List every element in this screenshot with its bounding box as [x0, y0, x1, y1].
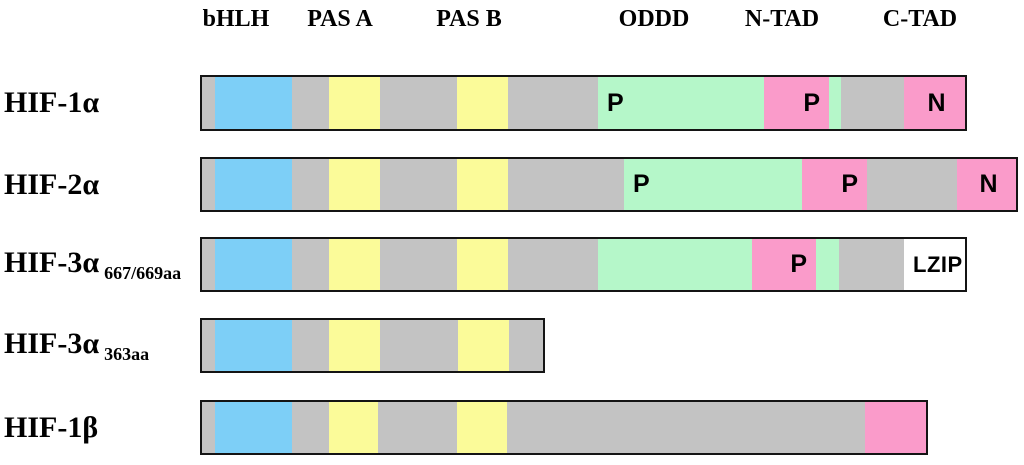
- segment-gray: [508, 159, 626, 210]
- segment-yellow: [457, 159, 510, 210]
- segment-letter: P: [841, 170, 858, 198]
- segment-gray: [507, 402, 867, 453]
- segment-yellow: [329, 239, 382, 290]
- protein-bar-hif-3a-363aa: [200, 318, 545, 373]
- segment-gray: [292, 402, 331, 453]
- segment-blue: [215, 159, 294, 210]
- segment-gray: [378, 402, 459, 453]
- segment-yellow: [329, 159, 382, 210]
- segment-yellow: [457, 402, 509, 453]
- domain-label-pas-a: PAS A: [307, 6, 373, 32]
- segment-pink: [865, 402, 926, 453]
- domain-label-pas-b: PAS B: [436, 6, 502, 32]
- segment-gray: [839, 239, 906, 290]
- protein-name-text: HIF-1α: [4, 86, 100, 119]
- segment-green: [816, 239, 841, 290]
- segment-gray: [380, 159, 459, 210]
- segment-letter: P: [790, 250, 807, 278]
- protein-name-text: HIF-2α: [4, 167, 100, 201]
- segment-letter: P: [803, 88, 820, 117]
- segment-gray: [380, 77, 459, 129]
- segment-letter: N: [979, 170, 998, 198]
- segment-letter: N: [927, 88, 946, 117]
- segment-yellow: [457, 239, 510, 290]
- segment-blue: [215, 77, 294, 129]
- segment-gray: [292, 320, 331, 371]
- segment-pink-p: P: [802, 159, 869, 210]
- segment-gray: [509, 320, 543, 371]
- protein-name-hif-1a: HIF-1α: [4, 86, 99, 120]
- domain-label-oddd: ODDD: [618, 6, 690, 32]
- segment-gray: [380, 320, 460, 371]
- segment-gray: [508, 77, 600, 129]
- segment-gray: [292, 77, 331, 129]
- segment-pink-n: N: [904, 77, 965, 129]
- segment-gray: [841, 77, 906, 129]
- segment-letter: P: [607, 88, 624, 117]
- segment-gray: [508, 239, 600, 290]
- segment-gray: [380, 239, 459, 290]
- protein-name-text: HIF-1β: [4, 410, 99, 444]
- segment-pink-p: P: [752, 239, 818, 290]
- segment-blue: [215, 402, 294, 453]
- segment-yellow: [458, 320, 511, 371]
- segment-yellow: [457, 77, 510, 129]
- protein-bar-hif-3a-667-669aa: P LZIP: [200, 237, 967, 292]
- protein-bar-hif-1b: [200, 400, 928, 455]
- segment-gray: [292, 159, 331, 210]
- segment-yellow: [329, 320, 382, 371]
- segment-green: [598, 239, 754, 290]
- protein-name-hif-1b: HIF-1β: [4, 411, 98, 445]
- segment-blue: [215, 320, 294, 371]
- segment-gray: [867, 159, 959, 210]
- domain-label-bhlh: bHLH: [202, 6, 270, 32]
- segment-letter: P: [633, 170, 650, 198]
- protein-name-text: HIF-3α: [4, 245, 100, 279]
- segment-green-p: P: [598, 77, 766, 129]
- segment-white-lzip: LZIP: [904, 239, 965, 290]
- protein-name-hif-2a: HIF-2α: [4, 168, 99, 202]
- segment-pink-n: N: [957, 159, 1016, 210]
- segment-gray: [292, 239, 331, 290]
- segment-yellow: [329, 77, 382, 129]
- domain-label-n-tad: N-TAD: [744, 6, 820, 32]
- segment-green-p: P: [624, 159, 804, 210]
- segment-yellow: [329, 402, 380, 453]
- protein-name-text: HIF-3α: [4, 326, 100, 360]
- segment-pink-p: P: [764, 77, 831, 129]
- protein-name-subscript: 667/669aa: [104, 262, 182, 283]
- segment-letter: LZIP: [913, 251, 963, 277]
- segment-blue: [215, 239, 294, 290]
- domain-label-c-tad: C-TAD: [882, 6, 958, 32]
- protein-name-subscript: 363aa: [104, 343, 150, 364]
